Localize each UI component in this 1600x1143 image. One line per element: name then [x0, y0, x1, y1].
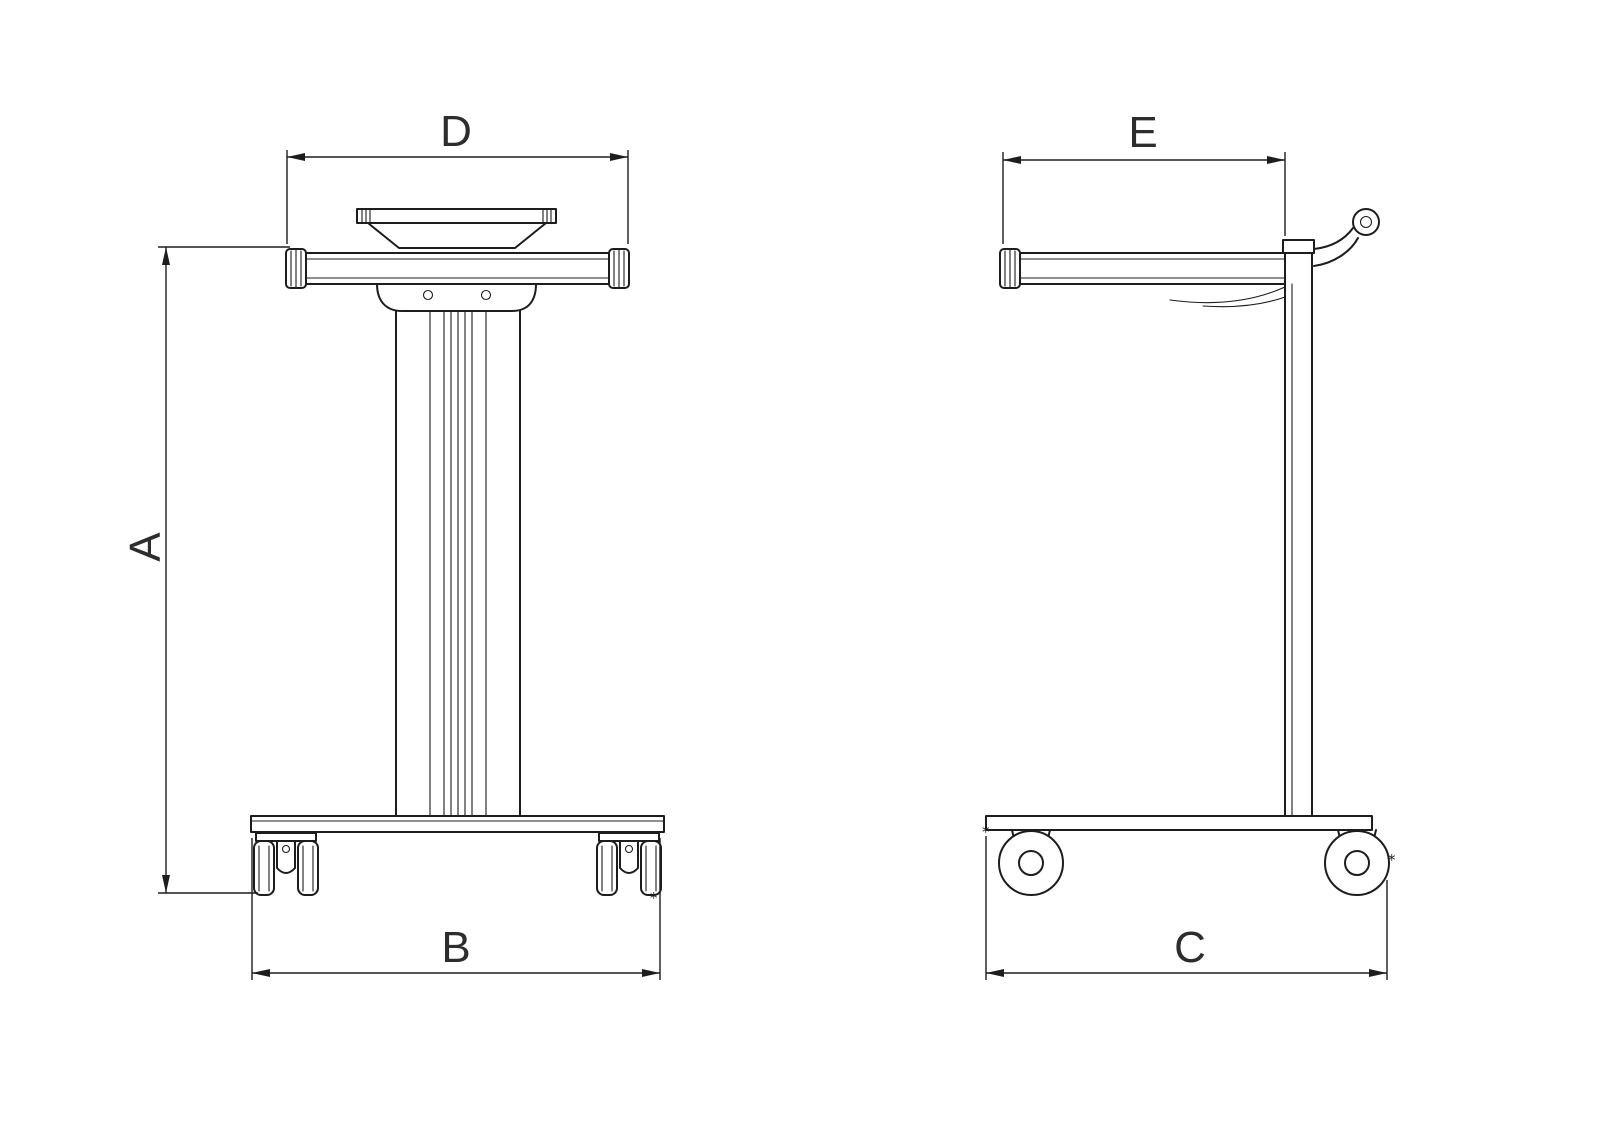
- reference-mark: *: [1388, 851, 1396, 869]
- base-plate-front: [250, 815, 665, 833]
- wheel-left: [998, 829, 1064, 896]
- dimension-b: B: [251, 838, 661, 980]
- dimension-label-e: E: [1128, 108, 1157, 157]
- column-gusset: [375, 283, 538, 312]
- bolt-icon: [480, 289, 492, 301]
- crossbar: [285, 248, 630, 289]
- front-view: [250, 208, 665, 896]
- dimension-label-a: A: [121, 532, 170, 562]
- handle-hook: [1313, 208, 1380, 267]
- base-plate-side: [985, 815, 1373, 831]
- support-bracket: [1169, 286, 1286, 308]
- top-tray: [356, 208, 557, 249]
- bolt-icon: [422, 289, 434, 301]
- dimension-d: D: [286, 107, 629, 244]
- caster-left: [253, 832, 319, 896]
- dimension-label-c: C: [1174, 923, 1206, 972]
- reference-mark: *: [982, 823, 990, 841]
- vertical-column-side: [1282, 239, 1315, 817]
- caster-right: [596, 832, 662, 896]
- column: [375, 283, 538, 817]
- dimension-e: E: [1002, 108, 1286, 244]
- wheel-right: [1324, 829, 1390, 896]
- dimension-c: C: [985, 836, 1388, 980]
- side-view: [985, 208, 1390, 896]
- reference-mark: *: [650, 889, 658, 907]
- dimension-label-b: B: [441, 923, 470, 972]
- dimension-a: A: [121, 246, 290, 894]
- dimension-label-d: D: [440, 107, 472, 156]
- top-bar-side: [999, 248, 1286, 289]
